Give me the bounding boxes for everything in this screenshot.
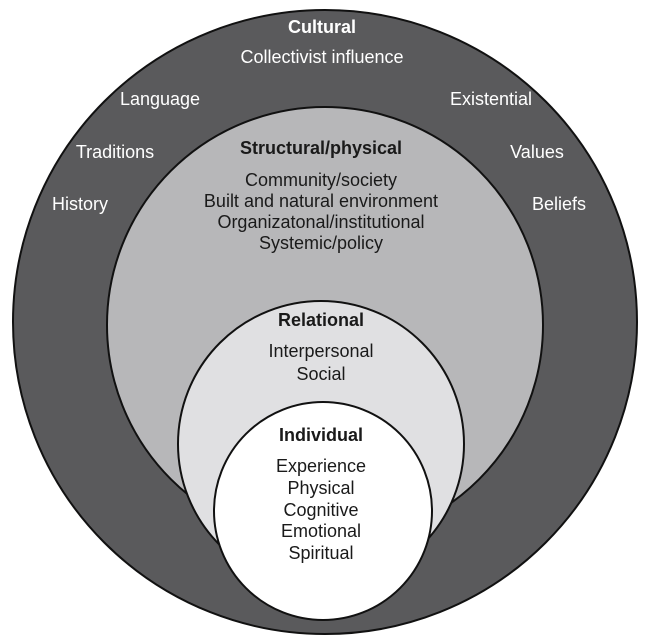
individual-item: Emotional	[281, 521, 361, 541]
individual-item: Cognitive	[283, 500, 358, 520]
relational-title: Relational	[278, 310, 364, 330]
individual-circle	[213, 401, 433, 621]
structural-title: Structural/physical	[240, 138, 402, 158]
relational-item: Social	[296, 364, 345, 384]
cultural-subtitle: Collectivist influence	[240, 47, 403, 67]
individual-item: Spiritual	[288, 543, 353, 563]
individual-title: Individual	[279, 425, 363, 445]
cultural-right-item: Beliefs	[532, 194, 586, 214]
individual-item: Experience	[276, 456, 366, 476]
cultural-right-item: Existential	[450, 89, 532, 109]
structural-item: Built and natural environment	[204, 191, 438, 211]
cultural-right-item: Values	[510, 142, 564, 162]
cultural-left-item: History	[52, 194, 108, 214]
cultural-left-item: Traditions	[76, 142, 154, 162]
relational-item: Interpersonal	[268, 341, 373, 361]
cultural-left-item: Language	[120, 89, 200, 109]
individual-item: Physical	[287, 478, 354, 498]
structural-item: Organizatonal/institutional	[217, 212, 424, 232]
cultural-title: Cultural	[288, 17, 356, 37]
structural-item: Community/society	[245, 170, 397, 190]
structural-item: Systemic/policy	[259, 233, 383, 253]
